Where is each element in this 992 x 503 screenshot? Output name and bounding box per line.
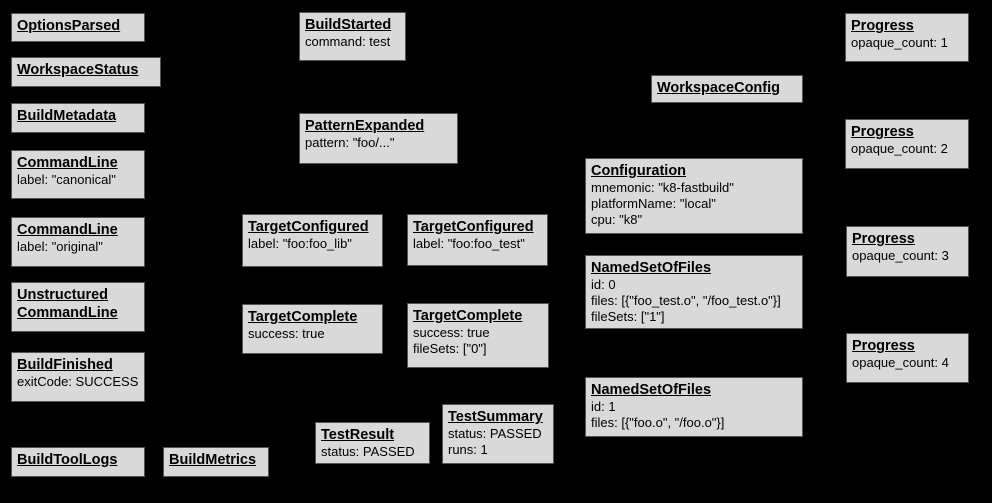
node-title: Progress bbox=[852, 338, 915, 354]
node-unstructured-command-line: Unstructured CommandLine bbox=[11, 282, 145, 332]
node-field: label: "canonical" bbox=[17, 172, 116, 187]
node-build-tool-logs: BuildToolLogs bbox=[11, 447, 145, 477]
node-progress-3: Progress opaque_count: 3 bbox=[846, 226, 969, 277]
node-progress-1: Progress opaque_count: 1 bbox=[845, 13, 969, 62]
node-field: success: true bbox=[248, 326, 325, 341]
node-title: WorkspaceStatus bbox=[17, 62, 139, 78]
node-field: pattern: "foo/..." bbox=[305, 135, 395, 150]
node-title: BuildStarted bbox=[305, 17, 392, 33]
node-field: mnemonic: "k8-fastbuild" bbox=[591, 180, 734, 195]
node-configuration: Configuration mnemonic: "k8-fastbuild" p… bbox=[585, 158, 803, 234]
node-build-metrics: BuildMetrics bbox=[163, 447, 269, 477]
node-title: TargetConfigured bbox=[413, 219, 534, 235]
node-title: WorkspaceConfig bbox=[657, 80, 781, 96]
node-field: id: 0 bbox=[591, 277, 616, 292]
node-title: Progress bbox=[851, 124, 914, 140]
node-target-configured-foo-test: TargetConfigured label: "foo:foo_test" bbox=[407, 214, 548, 266]
node-command-line-original: CommandLine label: "original" bbox=[11, 217, 145, 267]
node-field: platformName: "local" bbox=[591, 196, 716, 211]
node-title: TestResult bbox=[321, 427, 395, 443]
node-title: OptionsParsed bbox=[17, 18, 121, 34]
node-target-complete-foo-lib: TargetComplete success: true bbox=[242, 304, 383, 354]
node-title: Progress bbox=[852, 231, 915, 247]
node-field: status: PASSED bbox=[321, 444, 415, 459]
node-title: Unstructured bbox=[17, 287, 109, 303]
node-title: Configuration bbox=[591, 163, 687, 179]
node-field: exitCode: SUCCESS bbox=[17, 374, 139, 389]
node-field: files: [{"foo_test.o", "/foo_test.o"}] bbox=[591, 293, 781, 308]
node-title: TargetComplete bbox=[248, 309, 358, 325]
node-field: success: true bbox=[413, 325, 490, 340]
node-field: status: PASSED bbox=[448, 426, 542, 441]
node-target-configured-foo-lib: TargetConfigured label: "foo:foo_lib" bbox=[242, 214, 383, 267]
node-named-set-of-files-1: NamedSetOfFiles id: 1 files: [{"foo.o", … bbox=[585, 377, 803, 437]
node-build-metadata: BuildMetadata bbox=[11, 103, 145, 133]
node-workspace-status: WorkspaceStatus bbox=[11, 57, 161, 87]
node-progress-4: Progress opaque_count: 4 bbox=[846, 333, 969, 383]
node-title: Progress bbox=[851, 18, 914, 34]
node-title: TestSummary bbox=[448, 409, 543, 425]
node-test-result: TestResult status: PASSED bbox=[315, 422, 430, 464]
node-field: id: 1 bbox=[591, 399, 616, 414]
node-field: opaque_count: 4 bbox=[852, 355, 949, 370]
node-field: label: "foo:foo_lib" bbox=[248, 236, 352, 251]
node-field: fileSets: ["0"] bbox=[413, 341, 487, 356]
node-progress-2: Progress opaque_count: 2 bbox=[845, 119, 969, 169]
node-title: BuildToolLogs bbox=[17, 452, 118, 468]
node-build-finished: BuildFinished exitCode: SUCCESS bbox=[11, 352, 145, 402]
node-title: CommandLine bbox=[17, 305, 118, 321]
node-field: label: "foo:foo_test" bbox=[413, 236, 525, 251]
node-build-started: BuildStarted command: test bbox=[299, 12, 406, 61]
node-title: CommandLine bbox=[17, 155, 118, 171]
node-named-set-of-files-0: NamedSetOfFiles id: 0 files: [{"foo_test… bbox=[585, 255, 803, 329]
node-title: CommandLine bbox=[17, 222, 118, 238]
node-field: runs: 1 bbox=[448, 442, 488, 457]
node-title: BuildMetadata bbox=[17, 108, 117, 124]
node-title: BuildMetrics bbox=[169, 452, 257, 468]
node-field: command: test bbox=[305, 34, 391, 49]
node-options-parsed: OptionsParsed bbox=[11, 13, 145, 42]
node-field: opaque_count: 3 bbox=[852, 248, 949, 263]
node-field: cpu: "k8" bbox=[591, 212, 643, 227]
node-target-complete-foo-test: TargetComplete success: true fileSets: [… bbox=[407, 303, 549, 368]
node-title: TargetComplete bbox=[413, 308, 523, 324]
node-command-line-canonical: CommandLine label: "canonical" bbox=[11, 150, 145, 199]
node-field: opaque_count: 1 bbox=[851, 35, 948, 50]
node-workspace-config: WorkspaceConfig bbox=[651, 75, 803, 103]
node-field: label: "original" bbox=[17, 239, 103, 254]
node-field: fileSets: ["1"] bbox=[591, 309, 665, 324]
node-title: NamedSetOfFiles bbox=[591, 382, 712, 398]
node-field: files: [{"foo.o", "/foo.o"}] bbox=[591, 415, 725, 430]
node-title: TargetConfigured bbox=[248, 219, 369, 235]
node-title: PatternExpanded bbox=[305, 118, 425, 134]
node-field: opaque_count: 2 bbox=[851, 141, 948, 156]
node-title: BuildFinished bbox=[17, 357, 113, 373]
node-title: NamedSetOfFiles bbox=[591, 260, 712, 276]
node-pattern-expanded: PatternExpanded pattern: "foo/..." bbox=[299, 113, 458, 164]
node-test-summary: TestSummary status: PASSED runs: 1 bbox=[442, 404, 554, 464]
